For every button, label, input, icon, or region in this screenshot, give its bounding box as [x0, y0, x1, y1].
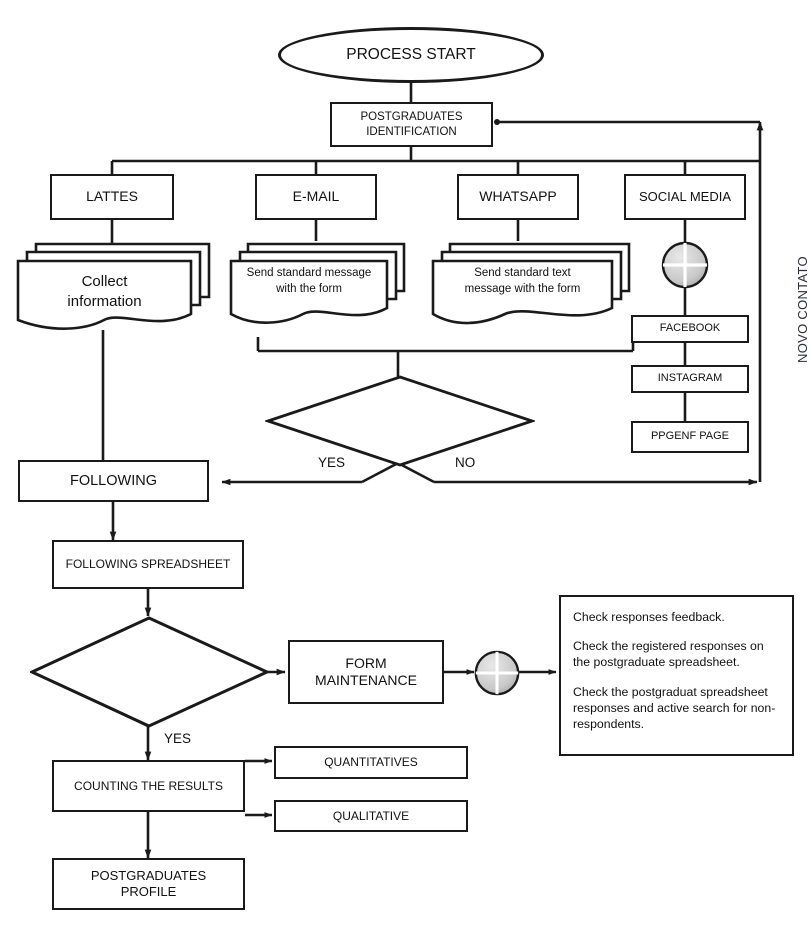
node-email[interactable]: E-MAIL: [255, 174, 377, 220]
vertical-label-novo-contato: NOVO CONTATO: [795, 256, 810, 363]
node-ppgenf-page-label: PPGENF PAGE: [650, 430, 730, 443]
node-postgraduates-identification-label: POSTGRADUATES IDENTIFICATION: [360, 111, 463, 138]
node-quantitatives[interactable]: QUANTITATIVES: [274, 746, 468, 779]
node-following-label: FOLLOWING: [69, 472, 157, 489]
node-social-media[interactable]: SOCIAL MEDIA: [624, 174, 746, 220]
note-line-1: Check responses feedback.: [573, 610, 725, 624]
node-postgraduates-profile[interactable]: POSTGRADUATES PROFILE: [52, 858, 245, 910]
node-following[interactable]: FOLLOWING: [18, 460, 209, 502]
doc-label-send-standard-text-message: Send standard text message with the form: [464, 267, 581, 295]
node-email-label: E-MAIL: [292, 188, 340, 205]
node-facebook[interactable]: FACEBOOK: [631, 315, 749, 343]
node-form-maintenance[interactable]: FORM MAINTENANCE: [288, 640, 444, 704]
node-instagram[interactable]: INSTAGRAM: [631, 365, 749, 393]
note-line-3: Check the postgraduat spreadsheet respon…: [573, 684, 776, 732]
node-following-spreadsheet-label: FOLLOWING SPREADSHEET: [65, 557, 231, 571]
node-ppgenf-page[interactable]: PPGENF PAGE: [631, 421, 749, 453]
node-social-media-label: SOCIAL MEDIA: [639, 188, 731, 204]
node-qualitative[interactable]: QUALITATIVE: [274, 800, 468, 832]
node-process-start[interactable]: PROCESS START: [278, 27, 544, 83]
doc-stack-lattes: [16, 242, 211, 330]
note-box-checks: Check responses feedback. Check the regi…: [559, 595, 794, 756]
edge-label-yes-form: YES: [318, 455, 346, 470]
node-following-spreadsheet[interactable]: FOLLOWING SPREADSHEET: [52, 540, 244, 589]
node-whatsapp-label: WHATSAPP: [479, 188, 557, 205]
node-process-start-label: PROCESS START: [346, 46, 476, 64]
edge-label-no-form: NO: [455, 455, 476, 470]
node-qualitative-label: QUALITATIVE: [332, 808, 410, 823]
node-whatsapp[interactable]: WHATSAPP: [457, 174, 579, 220]
node-postgraduates-identification[interactable]: POSTGRADUATES IDENTIFICATION: [330, 102, 493, 147]
node-counting-the-results[interactable]: COUNTING THE RESULTS: [52, 760, 245, 812]
node-lattes-label: LATTES: [86, 188, 138, 205]
node-facebook-label: FACEBOOK: [659, 322, 721, 335]
node-lattes[interactable]: LATTES: [50, 174, 174, 220]
doc-stack-email: [229, 242, 406, 324]
node-instagram-label: INSTAGRAM: [657, 372, 723, 385]
decision-diamond-form-filled: [265, 375, 535, 467]
doc-label-collect-information: Collect information: [67, 273, 142, 311]
crossed-circle-social-media: [661, 241, 709, 289]
crossed-circle-form-maintenance: [474, 650, 520, 696]
edge-label-yes-registered: YES: [164, 731, 192, 746]
doc-label-send-standard-message: Send standard message with the form: [246, 267, 372, 295]
note-line-2: Check the registered responses on the po…: [573, 639, 764, 670]
doc-stack-whatsapp: [431, 242, 631, 325]
node-counting-the-results-label: COUNTING THE RESULTS: [74, 778, 223, 793]
decision-diamond-response-registered: [30, 616, 270, 728]
node-form-maintenance-label: FORM MAINTENANCE: [315, 654, 417, 689]
node-quantitatives-label: QUANTITATIVES: [324, 755, 418, 769]
node-postgraduates-profile-label: POSTGRADUATES PROFILE: [90, 867, 207, 899]
